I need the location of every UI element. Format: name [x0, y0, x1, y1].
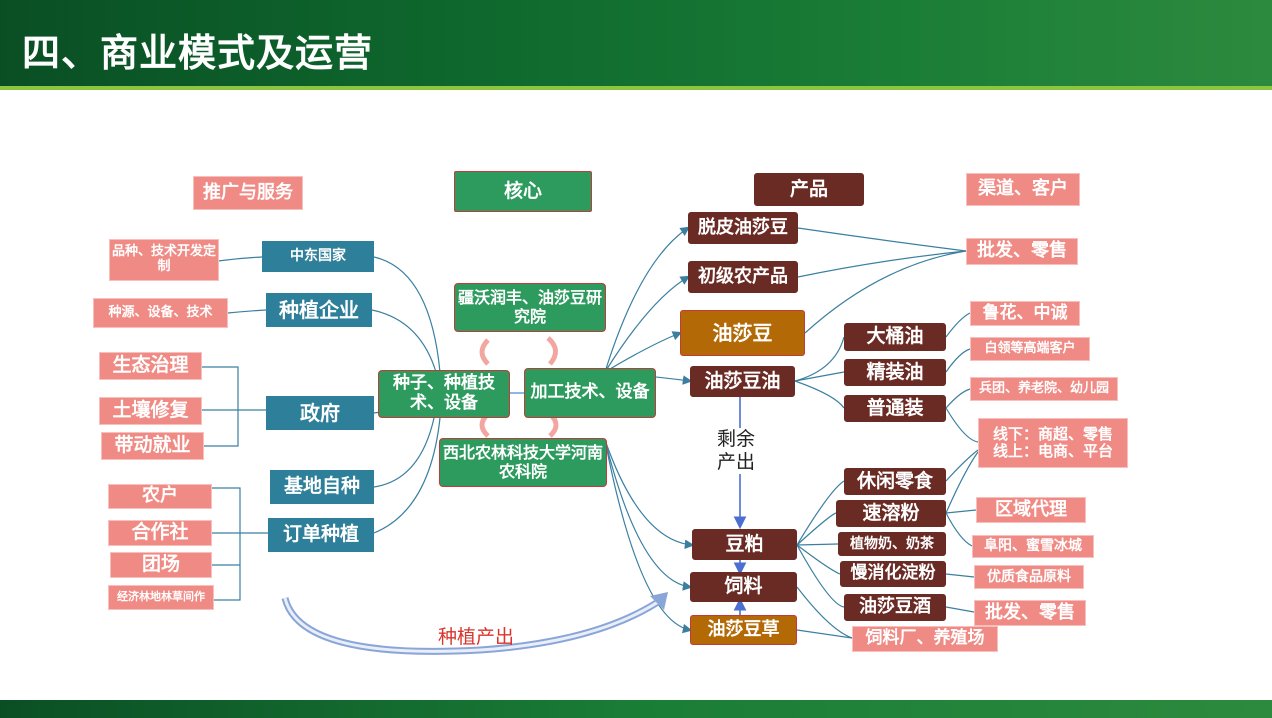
- seed-tech-box: 种子、种植技术、设备: [378, 370, 510, 418]
- regular-oil-box: 普通装: [844, 395, 946, 422]
- seeds-equipment-box: 种源、设备、技术: [93, 298, 228, 328]
- footer-bar: [0, 700, 1272, 718]
- high-end-box: 白领等高端客户: [970, 337, 1090, 361]
- page-title: 四、商业模式及运营: [22, 31, 374, 75]
- planting-company-box: 种植企业: [266, 293, 372, 327]
- institute-box: 疆沃润丰、油莎豆研究院: [454, 283, 606, 332]
- universities-box: 西北农林科技大学河南农科院: [439, 438, 607, 487]
- regional-agent-box: 区域代理: [976, 497, 1086, 523]
- tigernut-box: 油莎豆: [680, 310, 805, 356]
- order-planting-box: 订单种植: [268, 518, 374, 552]
- self-planting-box: 基地自种: [270, 470, 374, 504]
- header-products: 产品: [754, 173, 864, 206]
- instant-powder-box: 速溶粉: [836, 500, 946, 527]
- coop-box: 合作社: [108, 520, 212, 546]
- feed-plant-box: 饲料厂、养殖场: [852, 626, 998, 652]
- meal-box: 豆粕: [692, 529, 797, 560]
- soil-box: 土壤修复: [99, 397, 202, 425]
- ecology-box: 生态治理: [99, 352, 202, 380]
- header-accent-line: [0, 86, 1272, 90]
- feed-box: 饲料: [690, 572, 797, 602]
- primary-products-box: 初级农产品: [688, 261, 798, 293]
- header-channels: 渠道、客户: [966, 173, 1080, 206]
- mideast-box: 中东国家: [262, 241, 374, 272]
- farm-box: 团场: [110, 552, 212, 578]
- slow-starch-box: 慢消化淀粉: [840, 561, 946, 587]
- header-bar: [0, 0, 1272, 86]
- online-offline-box: 线下：商超、零售 线上：电商、平台: [978, 418, 1128, 468]
- tigernut-oil-box: 油莎豆油: [690, 366, 795, 397]
- luhua-box: 鲁花、中诚: [970, 301, 1080, 326]
- processing-box: 加工技术、设备: [524, 368, 656, 418]
- peeled-tigernut-box: 脱皮油莎豆: [688, 212, 798, 244]
- fine-oil-box: 精装油: [844, 359, 946, 386]
- header-core: 核心: [454, 171, 592, 212]
- jobs-box: 带动就业: [101, 432, 204, 460]
- wholesale-retail-box-1: 批发、零售: [966, 238, 1078, 265]
- government-box: 政府: [266, 396, 374, 430]
- header-promotion: 推广与服务: [193, 176, 303, 210]
- snacks-box: 休闲零食: [844, 468, 946, 495]
- plant-milk-box: 植物奶、奶茶: [838, 532, 946, 556]
- barrel-oil-box: 大桶油: [844, 323, 946, 351]
- farmers-box: 农户: [108, 484, 212, 509]
- surplus-label: 剩余产出: [714, 428, 758, 474]
- food-material-box: 优质食品原料: [974, 565, 1084, 589]
- tigernut-grass-box: 油莎豆草: [690, 615, 797, 645]
- wholesale-retail-box-2: 批发、零售: [974, 600, 1086, 626]
- liquor-box: 油莎豆酒: [844, 594, 946, 621]
- institutions-box: 兵团、养老院、幼儿园: [970, 377, 1118, 401]
- custom-dev-box: 品种、技术开发定制: [109, 239, 219, 281]
- fuyang-box: 阜阳、蜜雪冰城: [972, 535, 1094, 558]
- forestry-box: 经济林地林草间作: [108, 585, 214, 610]
- planting-output-label: 种植产出: [438, 626, 515, 648]
